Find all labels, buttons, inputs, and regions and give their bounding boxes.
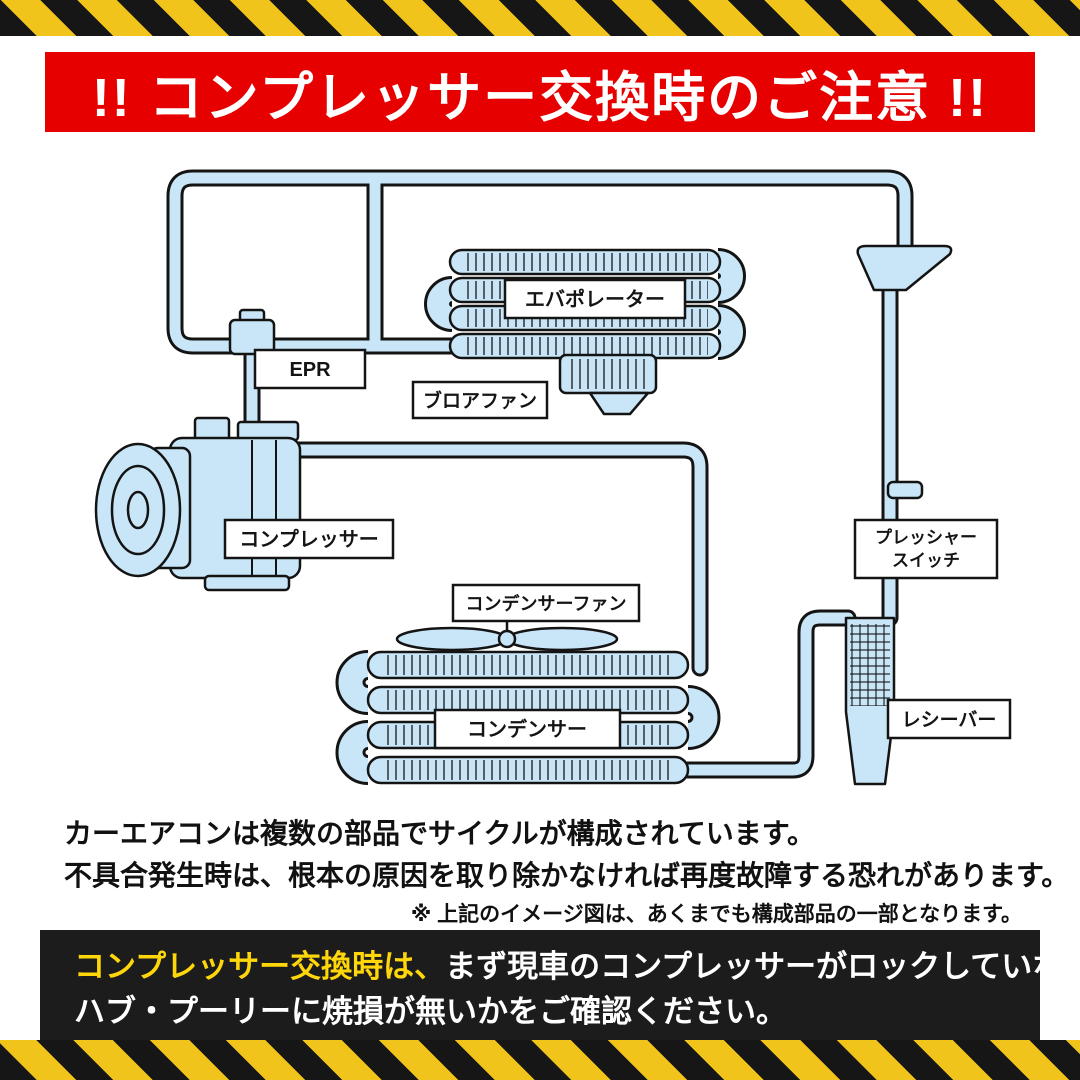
footnote: ※ 上記のイメージ図は、あくまでも構成部品の一部となります。 xyxy=(410,903,1022,926)
description-line-2: 不具合発生時は、根本の原因を取り除かなければ再度故障する恐れがあります。 xyxy=(64,860,1070,891)
diagram-labels: エバポレーター EPR ブロアファン コンプレッサー コンデンサーファン コンデ… xyxy=(223,278,1012,750)
warning-box-line-1: コンプレッサー交換時は、まず現車のコンプレッサーがロックしていないか、 xyxy=(74,945,1080,990)
warning-box-line1-rest: まず現車のコンプレッサーがロックしていないか、 xyxy=(445,949,1080,984)
description-line-1: カーエアコンは複数の部品でサイクルが構成されています。 xyxy=(64,818,815,849)
condenser-fan-illustration xyxy=(395,620,619,652)
compressor-label: コンプレッサー xyxy=(239,528,378,551)
compressor-illustration xyxy=(94,416,302,592)
condenser-label: コンデンサー xyxy=(467,717,587,741)
condenser-fan-label: コンデンサーファン xyxy=(466,593,627,614)
blower-fan-label: ブロアファン xyxy=(423,389,537,412)
epr-label: EPR xyxy=(289,359,331,381)
hazard-stripe-top xyxy=(0,0,1080,36)
pressure-switch-label-line2: スイッチ xyxy=(892,551,960,570)
warning-box-line1-highlight: コンプレッサー交換時は、 xyxy=(74,949,446,984)
receiver-illustration xyxy=(844,616,896,786)
pressure-switch-label-line1: プレッシャー xyxy=(875,527,977,547)
evaporator-label: エバポレーター xyxy=(525,287,665,311)
receiver-label: レシーバー xyxy=(902,709,997,731)
hazard-stripe-bottom xyxy=(0,1040,1080,1080)
funnel-fitting xyxy=(856,244,953,292)
epr-fitting xyxy=(228,308,276,356)
ac-cycle-diagram: エバポレーター EPR ブロアファン コンプレッサー コンデンサーファン コンデ… xyxy=(94,150,1012,786)
warning-box: コンプレッサー交換時は、まず現車のコンプレッサーがロックしていないか、 ハブ・プ… xyxy=(40,930,1080,1040)
pressure-switch-port xyxy=(886,480,924,500)
warning-banner-title: !! コンプレッサー交換時のご注意 !! xyxy=(91,67,989,128)
warning-banner: !! コンプレッサー交換時のご注意 !! xyxy=(45,52,1035,132)
blower-fan-illustration xyxy=(558,353,658,416)
warning-box-line-2: ハブ・プーリーに焼損が無いかをご確認ください。 xyxy=(74,993,787,1029)
